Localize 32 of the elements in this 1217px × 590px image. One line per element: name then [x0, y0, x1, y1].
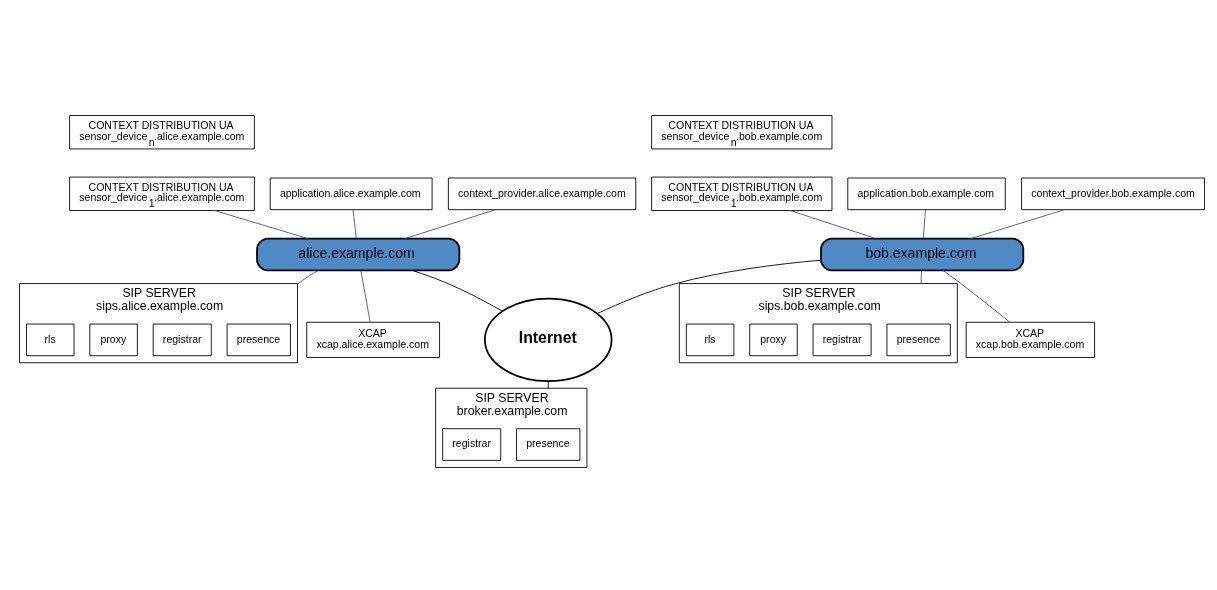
node-box: XCAP xcap.alice.example.com	[306, 321, 440, 358]
node-box: rls	[26, 323, 75, 357]
node-box: registrar	[152, 323, 212, 357]
node-box: registrar	[812, 323, 872, 357]
connector	[214, 210, 309, 240]
node-box: presence	[226, 323, 291, 357]
node-box: proxy	[749, 323, 798, 357]
connector	[411, 270, 503, 312]
node-box: presence	[886, 323, 951, 357]
node-box: presence	[516, 428, 581, 461]
node-box: application.alice.example.com	[269, 177, 433, 211]
node-box: proxy	[89, 323, 138, 357]
connector	[596, 259, 822, 315]
connector	[789, 210, 877, 240]
node-box: context_provider.bob.example.com	[1021, 177, 1205, 211]
node-box: bob.example.com	[820, 237, 1025, 272]
connector	[942, 270, 1011, 323]
node-box: alice.example.com	[256, 237, 461, 272]
connector	[297, 269, 320, 285]
connector	[920, 270, 922, 284]
node-box: application.bob.example.com	[847, 177, 1006, 211]
connector	[970, 209, 1065, 240]
node-box: context_provider.alice.example.com	[447, 177, 637, 211]
connector	[360, 270, 371, 323]
connector	[547, 381, 549, 389]
connector	[404, 209, 496, 240]
connector	[352, 209, 357, 239]
connector	[922, 209, 926, 239]
node-ellipse: Internet	[484, 297, 613, 383]
node-box: rls	[685, 323, 735, 357]
node-box: registrar	[442, 428, 502, 461]
node-box: XCAP xcap.bob.example.com	[965, 321, 1096, 358]
